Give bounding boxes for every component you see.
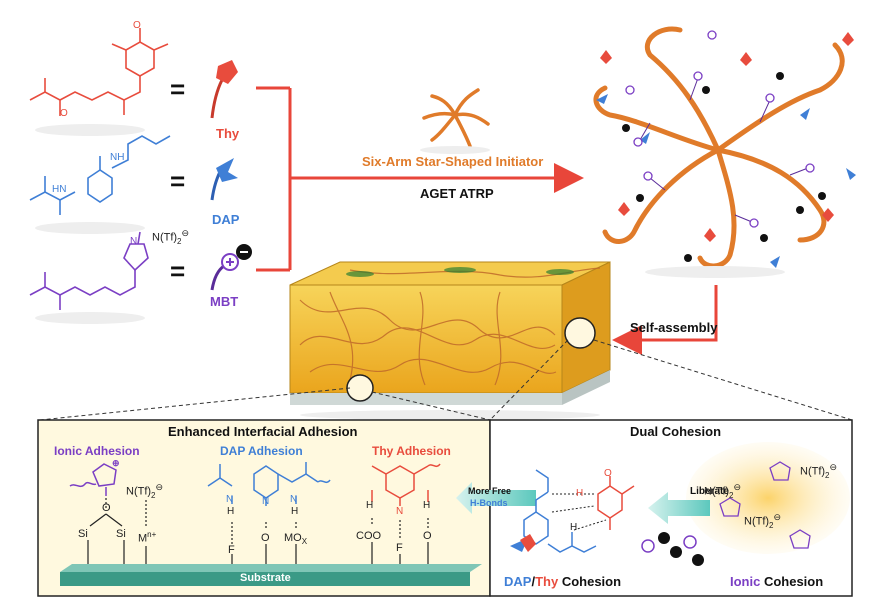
- cohesion-anion-3: N(Tf)2⊖: [744, 512, 782, 530]
- thy-o-label-2: O: [60, 108, 68, 119]
- self-assembly-arrow: [612, 285, 718, 355]
- dap-h-label-1: H: [227, 506, 235, 517]
- thy-monomer-structure: [29, 28, 169, 116]
- cohesion-h-label-1: H: [576, 488, 584, 499]
- initiator-label: Six-Arm Star-Shaped Initiator: [362, 154, 544, 169]
- ionic-o-label: O: [102, 502, 111, 514]
- free-hbonds-line1: More Free: [468, 486, 512, 496]
- thy-label: Thy: [216, 126, 240, 141]
- zoom-dashed-lines: [39, 339, 853, 421]
- ionic-adhesion-title: Ionic Adhesion: [54, 444, 140, 458]
- f-label-1: F: [228, 544, 235, 556]
- ionic-anion-label: N(Tf)2⊖: [126, 482, 164, 500]
- dap-icon: [210, 158, 238, 201]
- star-initiator-icon: [422, 88, 490, 148]
- coo-label: COO: [356, 530, 382, 542]
- ionic-cohesion-structures: [719, 461, 811, 549]
- f-label-2: F: [396, 542, 403, 554]
- o-label-dap: O: [261, 532, 270, 544]
- mbt-n-label: N: [130, 236, 138, 247]
- liberate-arrow: [648, 492, 710, 524]
- metal-ion-label: Mn+: [138, 530, 157, 545]
- dap-thy-pair-icon: [510, 534, 536, 552]
- cohesion-o-label: O: [604, 468, 612, 479]
- thy-o-label: O: [133, 20, 141, 31]
- dap-hn-label: HN: [52, 184, 67, 195]
- hydrogel-block: [289, 261, 611, 405]
- dap-h-label-3: H: [291, 506, 299, 517]
- ionic-adhesion-bonds: [87, 498, 147, 564]
- liberate-label: Liberate: [690, 486, 729, 497]
- dap-adhesion-title: DAP Adhesion: [220, 444, 303, 458]
- thy-equals: =: [170, 74, 186, 104]
- adhesion-panel-title: Enhanced Interfacial Adhesion: [168, 424, 358, 439]
- ionic-cation-charge: ⊕: [112, 458, 120, 468]
- thy-adhesion-title: Thy Adhesion: [372, 444, 451, 458]
- dap-thy-cohesion-label: DAP/Thy Cohesion: [504, 574, 622, 589]
- ionic-cohesion-label: Ionic Cohesion: [730, 574, 824, 589]
- mbt-anion-label: N(Tf)2⊖: [152, 228, 190, 246]
- mbt-label: MBT: [210, 294, 239, 309]
- free-hbonds-arrow: [456, 482, 536, 514]
- mbt-monomer-structure: [29, 231, 149, 310]
- thy-h-label-1: H: [366, 500, 374, 511]
- dap-label: DAP: [212, 212, 240, 227]
- dap-adhesion-bonds: [231, 522, 297, 564]
- si-label-right: Si: [116, 528, 126, 540]
- cohesion-anion-1: N(Tf)2⊖: [800, 462, 838, 480]
- substrate-bar: [60, 564, 482, 586]
- ion-pair-icons: [641, 532, 704, 566]
- substrate-label: Substrate: [240, 572, 291, 584]
- dap-n-label-1: N: [226, 494, 234, 505]
- self-assembly-label: Self-assembly: [630, 320, 718, 335]
- star-polymer-decorations: [596, 30, 856, 268]
- thy-n-label: N: [396, 506, 404, 517]
- ionic-adhesion-structure: [69, 463, 117, 496]
- dap-equals: =: [170, 166, 186, 196]
- thy-adhesion-bonds: [371, 518, 429, 564]
- free-hbonds-line2: H-Bonds: [470, 498, 508, 508]
- dap-n-label-2: N: [262, 496, 270, 507]
- star-polymer-icon: [593, 26, 845, 269]
- cohesion-h-label-2: H: [570, 522, 578, 533]
- dap-n-label-3: N: [290, 494, 298, 505]
- dap-monomer-structure: [29, 135, 171, 215]
- dap-adhesion-structure: [207, 462, 331, 506]
- thy-icon: [210, 60, 238, 119]
- mox-label: MOX: [284, 532, 308, 547]
- mbt-icon: [210, 244, 252, 291]
- cohesion-anion-2: N(Tf)2⊖: [704, 482, 742, 500]
- thy-h-label-2: H: [423, 500, 431, 511]
- bracket-lines: [256, 86, 292, 272]
- thy-adhesion-structure: [371, 463, 441, 506]
- o-label-thy: O: [423, 530, 432, 542]
- atrp-label: AGET ATRP: [420, 186, 494, 201]
- cohesion-panel-title: Dual Cohesion: [630, 424, 722, 439]
- si-label-left: Si: [78, 528, 88, 540]
- dap-nh-label: NH: [110, 152, 125, 163]
- mbt-equals: =: [170, 256, 186, 286]
